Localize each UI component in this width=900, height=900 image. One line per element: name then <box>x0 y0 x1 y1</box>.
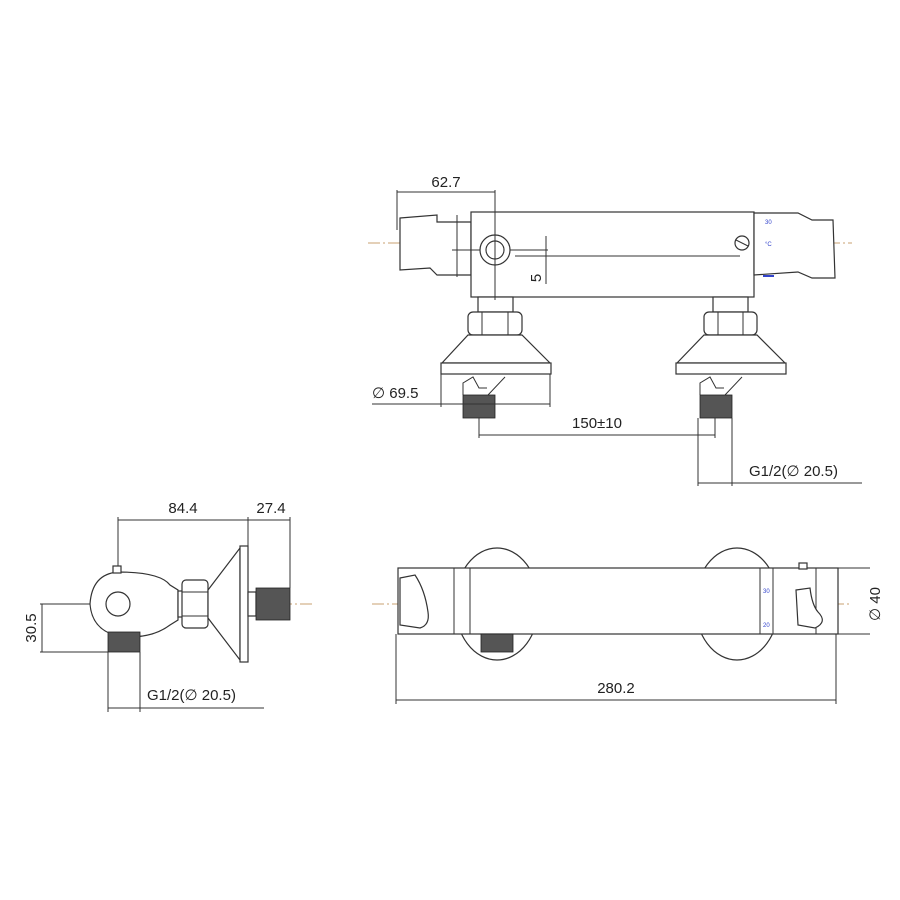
left-thread <box>462 394 496 419</box>
front-view: 30 20 280.2 ∅ 40 <box>372 547 884 704</box>
side-nut <box>181 579 209 629</box>
front-body <box>397 567 839 635</box>
dim-width: 62.7 <box>431 174 460 191</box>
scale-mark: 20 <box>763 623 770 629</box>
left-handle-grip <box>399 574 429 629</box>
right-cap <box>753 212 836 279</box>
right-flange <box>675 362 787 375</box>
svg-text:30: 30 <box>765 220 772 226</box>
right-handle-grip <box>795 587 823 629</box>
dim-height: 30.5 <box>23 613 40 642</box>
dim-offset: 5 <box>528 274 545 282</box>
right-thread <box>699 394 733 419</box>
mixer-body <box>470 211 755 298</box>
scale-mark: 30 <box>763 589 770 595</box>
dim-diameter: ∅ 40 <box>867 587 884 621</box>
dim-thread: G1/2(∅ 20.5) <box>749 463 838 480</box>
left-nut <box>467 311 523 336</box>
dim-depth: 84.4 <box>168 500 197 517</box>
side-body <box>89 571 179 638</box>
bottom-thread <box>107 631 141 653</box>
dim-flange: ∅ 69.5 <box>372 385 418 402</box>
dim-flange-depth: 27.4 <box>256 500 285 517</box>
side-flange <box>239 545 249 663</box>
left-cap <box>399 214 472 276</box>
side-view: 84.4 27.4 30.5 G1/2(∅ 20.5) <box>23 500 312 712</box>
right-nut <box>703 311 758 336</box>
dim-thread: G1/2(∅ 20.5) <box>147 687 236 704</box>
left-flange <box>440 362 552 375</box>
svg-text:°C: °C <box>765 242 772 248</box>
dim-centers: 150±10 <box>572 415 622 432</box>
dim-length: 280.2 <box>597 680 635 697</box>
outlet-bore <box>105 591 131 617</box>
front-thread <box>480 633 514 653</box>
top-view: 30 °C 62.7 5 ∅ 69.5 150±10 G1/2(∅ 20.5) <box>368 174 862 486</box>
side-thread <box>255 587 291 621</box>
